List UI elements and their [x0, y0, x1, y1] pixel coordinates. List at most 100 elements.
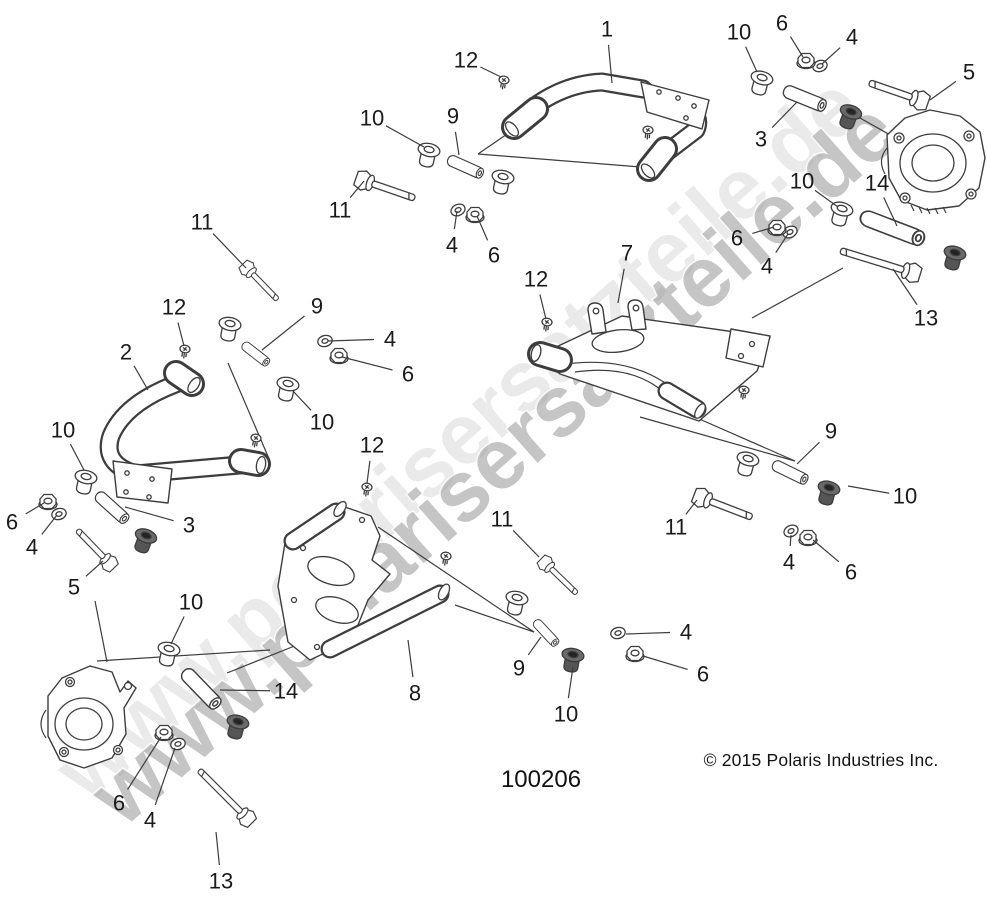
callout-leader [642, 655, 688, 670]
callout-12: 12 [454, 48, 478, 73]
bolt [534, 552, 583, 600]
callout-leader [796, 441, 820, 465]
callout-leader [127, 736, 162, 790]
callout-4: 4 [846, 25, 858, 50]
callout-leader [814, 189, 839, 208]
callout-6: 6 [113, 791, 125, 816]
callout-leader [821, 47, 841, 65]
callout-4: 4 [680, 620, 692, 645]
lower-control-arm-right [527, 299, 771, 422]
callout-6: 6 [402, 362, 414, 387]
upper-control-arm-left [99, 360, 271, 504]
callout-6: 6 [731, 226, 743, 251]
callout-leader [752, 226, 775, 235]
callout-9: 9 [447, 104, 459, 129]
callout-6: 6 [776, 11, 788, 36]
callout-9: 9 [513, 656, 525, 681]
callout-6: 6 [845, 560, 857, 585]
callout-10: 10 [554, 702, 578, 727]
callout-13: 13 [209, 869, 233, 894]
copyright-text: © 2015 Polaris Industries Inc. [704, 750, 939, 770]
callout-leader [512, 530, 540, 558]
bolt [689, 485, 757, 528]
callout-leader [124, 506, 174, 522]
callout-6: 6 [697, 662, 709, 687]
callout-leader [69, 443, 85, 471]
screw [248, 432, 263, 449]
callout-9: 9 [825, 419, 837, 444]
callout-4: 4 [446, 233, 458, 258]
callout-leader [41, 514, 58, 535]
callout-leader [454, 131, 460, 156]
bushing [71, 467, 99, 497]
callout-leader [212, 233, 247, 269]
bolt [865, 72, 932, 114]
callout-3: 3 [183, 513, 195, 538]
callout-4: 4 [384, 327, 396, 352]
bearing-carrier-left [40, 665, 137, 769]
callout-leader [883, 197, 898, 227]
callout-10: 10 [360, 106, 384, 131]
flange-nut [796, 52, 816, 70]
callout-5: 5 [68, 575, 80, 600]
callout-leader [745, 46, 758, 73]
bushing [215, 315, 243, 344]
part-number-text: 100206 [501, 766, 581, 793]
callout-leader [327, 338, 375, 342]
callout-12: 12 [162, 295, 186, 320]
callout-leader [539, 294, 547, 320]
bolt [352, 167, 419, 209]
callout-3: 3 [755, 127, 767, 152]
bushing [502, 588, 530, 618]
callout-leader [812, 539, 840, 563]
callout-7: 7 [621, 241, 633, 266]
callout-4: 4 [761, 254, 773, 279]
callout-leader [25, 502, 45, 515]
callout-4: 4 [144, 808, 156, 833]
callout-leader [480, 66, 502, 78]
flange-nut [798, 529, 818, 547]
callout-11: 11 [191, 210, 214, 235]
bushing [732, 449, 761, 479]
callout-leader [567, 666, 574, 699]
bushing [746, 68, 775, 98]
callout-leader [215, 831, 220, 866]
callout-leader [349, 180, 365, 199]
callout-leader [929, 80, 957, 101]
bushing-dark [129, 525, 160, 557]
washer [608, 625, 628, 641]
callout-2: 2 [120, 340, 132, 365]
flange-nut [329, 347, 349, 365]
callout-leader [219, 689, 271, 692]
callout-leader [154, 747, 176, 806]
callout-leader [177, 322, 185, 347]
callout-leader [789, 534, 792, 547]
spacer-sleeve [239, 339, 272, 369]
bolt [70, 523, 121, 575]
screw [737, 384, 751, 401]
bolt [837, 240, 924, 286]
bushing [273, 374, 301, 404]
bearing-carrier-right [880, 109, 986, 215]
screw [178, 343, 192, 360]
screw [496, 74, 511, 91]
callout-10: 10 [310, 410, 334, 435]
callout-leader [847, 485, 890, 494]
callout-leader [385, 125, 425, 148]
bushing-dark [939, 243, 968, 273]
callout-leader [527, 636, 542, 656]
callout-11: 11 [665, 515, 688, 540]
callout-8: 8 [409, 681, 421, 706]
callout-leader [366, 460, 371, 484]
flange-nut [154, 724, 174, 742]
callout-4: 4 [26, 535, 38, 560]
callout-leader [789, 36, 804, 58]
spacer-sleeve [770, 458, 811, 487]
bolt [192, 763, 259, 830]
callout-leader [625, 631, 671, 635]
callout-leader [292, 390, 312, 411]
callout-12: 12 [524, 267, 548, 292]
callout-6: 6 [6, 510, 18, 535]
